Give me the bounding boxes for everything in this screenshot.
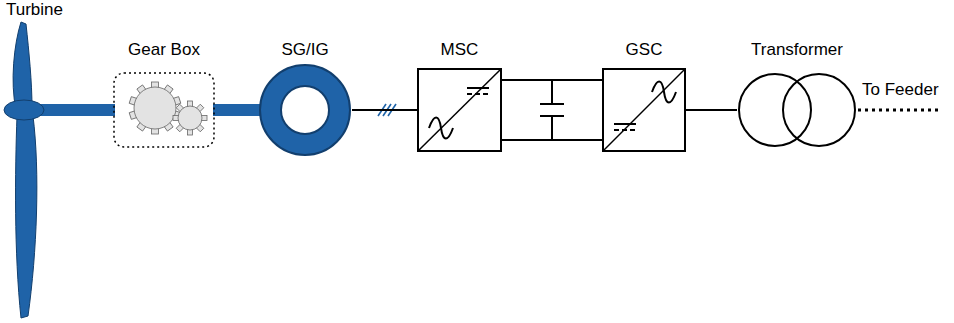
shaft <box>213 104 260 116</box>
converter-box-drawing <box>417 68 502 152</box>
turbine-blade-drawing <box>2 22 52 320</box>
ac-line <box>686 109 737 111</box>
component-label: Transformer <box>737 40 857 60</box>
turbine-blade: Turbine <box>2 0 52 320</box>
generator: SG/IG <box>258 40 352 157</box>
generator-drawing <box>258 63 352 157</box>
shaft <box>38 104 115 116</box>
transformer-shape <box>737 72 857 148</box>
component-label: Gear Box <box>113 40 215 60</box>
gearbox-shape <box>113 72 215 148</box>
component-label: GSC <box>602 40 686 60</box>
converter-box: MSC <box>417 40 502 152</box>
turbine-blade-shape <box>2 22 52 320</box>
converter-box-drawing <box>602 68 686 152</box>
feeder-line <box>858 109 942 112</box>
transformer-drawing <box>737 72 857 148</box>
component-label: MSC <box>417 40 502 60</box>
gearbox-drawing <box>113 72 215 148</box>
converter-box-shape <box>417 68 502 152</box>
dc-link-line <box>502 79 602 81</box>
feeder-label: To Feeder <box>862 80 939 100</box>
converter-box-shape <box>602 68 686 152</box>
generator-shape <box>258 63 352 157</box>
ac-line <box>352 109 417 111</box>
transformer: Transformer <box>737 40 857 148</box>
component-label: Turbine <box>2 0 52 20</box>
converter-box: GSC <box>602 40 686 152</box>
gearbox: Gear Box <box>113 40 215 148</box>
component-label: SG/IG <box>258 40 352 60</box>
capacitor-symbol <box>540 80 564 140</box>
